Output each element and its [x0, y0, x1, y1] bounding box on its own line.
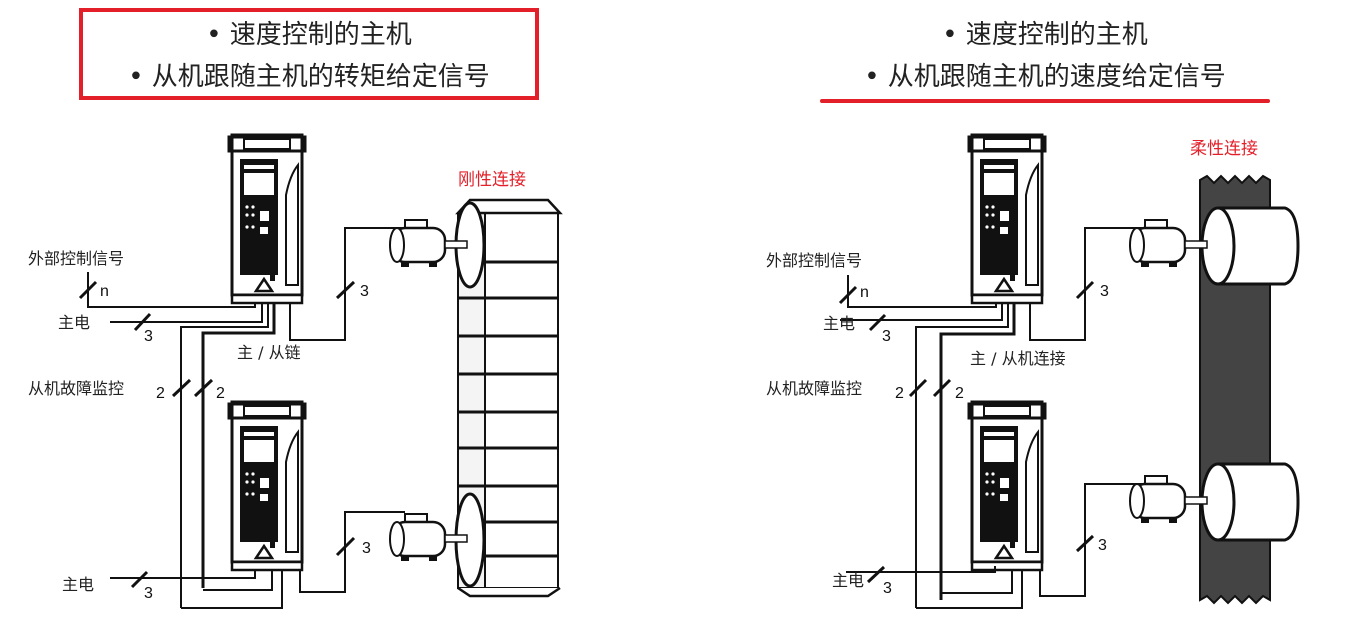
right-count-mains-bottom: 3	[883, 580, 892, 597]
right-coupling-label: 柔性连接	[1190, 139, 1258, 159]
left-count-mains-top: 3	[144, 328, 153, 345]
left-count-fault-a: 2	[156, 385, 165, 402]
left-wiring	[78, 227, 405, 609]
right-roller-top	[1200, 206, 1300, 286]
left-title-box: • 速度控制的主机 • 从机跟随主机的转矩给定信号	[79, 8, 539, 100]
right-label-mains-top: 主电	[823, 314, 855, 333]
left-diagram: 刚性连接 外部控制信号 主电 主 / 从链 从机故障监控 主电 n 3 3 2 …	[28, 133, 563, 609]
right-drive-master	[967, 133, 1047, 305]
left-label-master-slave-link: 主 / 从链	[237, 343, 301, 362]
right-label-mains-bottom: 主电	[832, 571, 864, 590]
right-label-external-signal: 外部控制信号	[766, 251, 862, 270]
left-label-slave-fault: 从机故障监控	[28, 379, 124, 398]
left-drive-slave	[227, 400, 307, 572]
right-label-slave-fault: 从机故障监控	[766, 379, 862, 398]
right-title-line-2: • 从机跟随主机的速度给定信号	[864, 62, 1226, 92]
right-count-fault-a: 2	[895, 385, 904, 402]
right-count-fault-b: 2	[955, 385, 964, 402]
left-count-signal: n	[100, 283, 109, 300]
right-count-mains-top: 3	[882, 328, 891, 345]
left-label-mains-bottom: 主电	[62, 575, 94, 594]
left-count-fault-b: 2	[216, 385, 225, 402]
right-count-signal: n	[860, 284, 869, 301]
right-title-line-1: • 速度控制的主机	[942, 20, 1148, 50]
right-wiring	[838, 227, 1148, 609]
left-count-mains-bottom: 3	[144, 585, 153, 602]
left-label-external-signal: 外部控制信号	[28, 249, 124, 268]
right-roller-bottom	[1200, 462, 1300, 542]
left-drive-master	[227, 133, 307, 305]
right-count-motor-top: 3	[1100, 283, 1109, 300]
right-title-underline	[820, 99, 1270, 103]
left-roller-stack	[454, 198, 563, 598]
left-coupling-label: 刚性连接	[458, 170, 526, 190]
right-count-motor-bottom: 3	[1098, 537, 1107, 554]
left-count-motor-top: 3	[360, 283, 369, 300]
right-label-master-slave-link: 主 / 从机连接	[970, 349, 1066, 368]
right-title-box: • 速度控制的主机 • 从机跟随主机的速度给定信号	[820, 8, 1270, 100]
right-diagram: 柔性连接 外部控制信号 主电 主 / 从机连接 从机故障监控 主电 n 3 3 …	[766, 133, 1300, 609]
left-title-line-1: • 速度控制的主机	[206, 20, 412, 50]
left-label-mains-top: 主电	[58, 313, 90, 332]
left-count-motor-bottom: 3	[362, 540, 371, 557]
left-title-line-2: • 从机跟随主机的转矩给定信号	[128, 62, 490, 92]
right-drive-slave	[967, 400, 1047, 572]
